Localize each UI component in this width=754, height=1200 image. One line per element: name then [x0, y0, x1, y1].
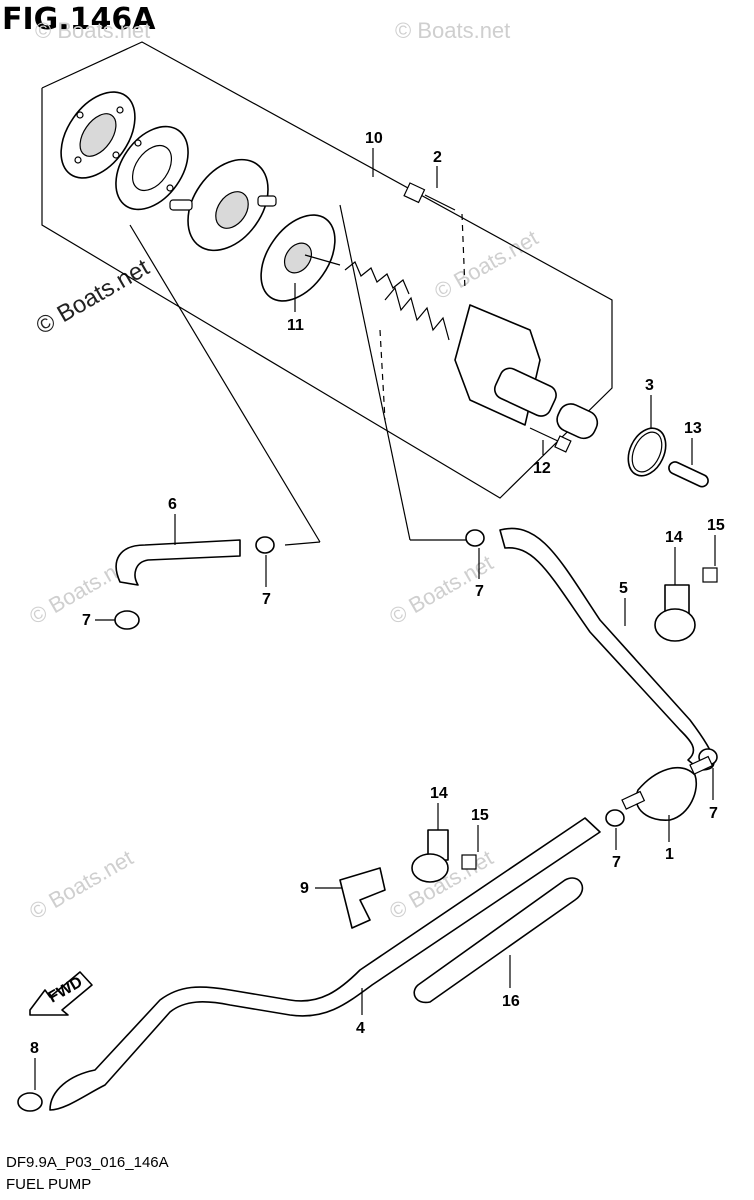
callout-14b: 14 [430, 785, 448, 802]
callout-12: 12 [533, 460, 551, 477]
watermark-mid-right: © Boats.net [430, 225, 542, 304]
callout-14a: 14 [665, 529, 683, 546]
pump-leader-lines [129, 204, 470, 546]
diagram-caption: FUEL PUMP [6, 1176, 92, 1193]
callout-8: 8 [30, 1040, 39, 1057]
forward-direction-arrow: FWD [29, 971, 93, 1016]
callout-4: 4 [356, 1020, 365, 1037]
bolt-15-lower [461, 854, 477, 870]
clip-14-upper [654, 584, 696, 642]
bolt-15-upper [702, 567, 718, 583]
pump-body [169, 158, 277, 252]
fuel-filter-1 [621, 755, 714, 821]
clip-14-lower [411, 829, 449, 883]
hose-5 [499, 527, 715, 771]
callout-1: 1 [665, 846, 674, 863]
callout-7a: 7 [262, 591, 271, 608]
hose-16 [413, 877, 584, 1004]
callout-3: 3 [645, 377, 654, 394]
bolt-12 [529, 427, 572, 453]
callout-5: 5 [619, 580, 628, 597]
watermark-top: © Boats.net [395, 18, 510, 43]
clamps-7 [114, 529, 718, 827]
callout-7d: 7 [709, 805, 718, 822]
callout-16: 16 [502, 993, 520, 1010]
pump-assembly-box [41, 41, 613, 499]
diagram-code: DF9.9A_P03_016_146A [6, 1154, 169, 1171]
callout-11: 11 [287, 317, 304, 334]
hose-4 [49, 817, 601, 1111]
watermark-top-left: © Boats.net [35, 18, 150, 43]
callout-13: 13 [684, 420, 702, 437]
callout-7b: 7 [82, 612, 91, 629]
callout-7c: 7 [475, 583, 484, 600]
callout-7e: 7 [612, 854, 621, 871]
callout-15b: 15 [471, 807, 489, 824]
callout-10: 10 [365, 130, 383, 147]
watermark-lower-left: © Boats.net [25, 845, 137, 924]
bolt-2 [403, 182, 466, 291]
watermark-main: © Boats.net [32, 254, 155, 340]
hose-6 [115, 539, 241, 586]
clamp-8 [17, 1092, 43, 1112]
clip-9 [339, 867, 386, 929]
callouts: 10 2 11 3 13 12 6 7 7 7 14 15 5 7 1 7 14 [30, 130, 725, 1090]
pump-base [454, 304, 599, 440]
pin-13 [668, 461, 709, 488]
pump-gasket [115, 125, 189, 211]
pump-cover-plate [60, 91, 136, 179]
callout-15a: 15 [707, 517, 725, 534]
callout-6: 6 [168, 496, 177, 513]
diaphragm [260, 214, 341, 302]
springs [344, 261, 450, 341]
callout-2: 2 [433, 149, 442, 166]
callout-9: 9 [300, 880, 309, 897]
figure-title: FIG.146A [2, 2, 156, 37]
